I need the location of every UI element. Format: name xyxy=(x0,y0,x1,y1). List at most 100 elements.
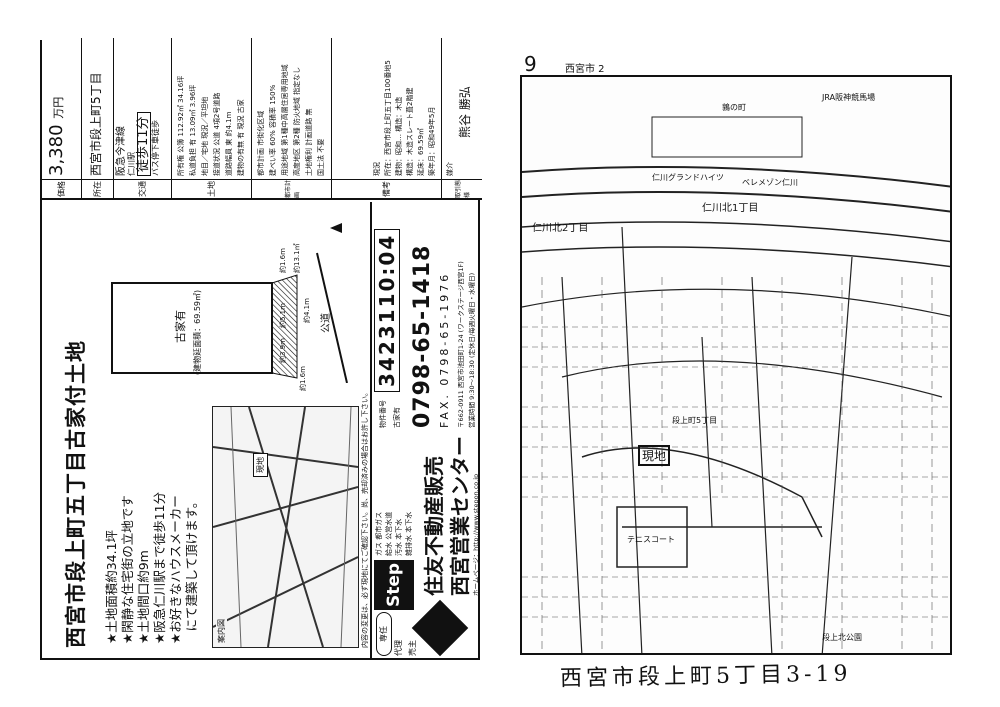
dimension-label: 約4.1m xyxy=(303,298,311,323)
road-label: 公道 xyxy=(321,313,332,333)
flyer-headline: 西宮市段上町五丁目古家付土地 xyxy=(64,340,88,648)
property-flyer: 西宮市段上町五丁目古家付土地 ★土地面積約34.1坪 ★閑静な住宅街の立地です … xyxy=(40,38,482,660)
land-row: 土地 所有権 公簿 112.92㎡ 34.16坪 私道負担 有 13.09㎡ 3… xyxy=(172,38,252,198)
guide-map-label: 案内図 xyxy=(216,619,227,643)
transaction-labels: 専任 代理 売主 xyxy=(376,612,420,656)
transport-value: 阪急今津線 仁川駅 徒歩11分 バス停下車徒歩 xyxy=(116,41,161,176)
remark: 築年月：昭和49年5月 xyxy=(428,106,436,176)
feature-list: ★土地面積約34.1坪 ★閑静な住宅街の立地です ★土地間口約9m ★阪急仁川駅… xyxy=(104,492,200,644)
utilities: ガス 都市ガス 給水 公営水道 汚水 本下水 雑排水 本下水 xyxy=(374,456,414,556)
remark: 所在：西宮市段上町五丁目100番地5 xyxy=(384,60,392,176)
price-amount: 3,380 xyxy=(46,124,67,176)
remark: 構造：木造スレート葺2階建 xyxy=(406,87,414,176)
feature-item: ★阪急仁川駅まで徒歩11分 xyxy=(152,491,167,644)
agent-row: 取引態様 媒介 熊谷 勝弘 xyxy=(442,38,482,198)
planning-row: 都市計画 都市計画 市街化区域 建ぺい率 60% 容積率 150% 用途地域 第… xyxy=(252,38,332,198)
agent-label: 取引態様 xyxy=(442,179,482,198)
land-detail: 接道状況 公道 4項2号道路 xyxy=(213,92,221,176)
map-label: 仁川北2丁目 xyxy=(532,223,589,234)
lot-plan-drawing xyxy=(111,223,348,384)
house-area: (建物延面積：69.59㎡) xyxy=(193,289,202,375)
planning-detail: 高度地区 第2種 防火地域 指定なし xyxy=(293,66,301,176)
step-logo: Step xyxy=(374,560,414,610)
north-arrow-icon xyxy=(330,223,342,233)
remarks-row: 備考 現況 所在：西宮市段上町五丁目100番地5 建物：昭和… 構造：木造 構造… xyxy=(332,38,442,198)
map-label: 段上北公園 xyxy=(822,633,862,642)
dimension-label: 約13.1㎡ xyxy=(293,243,301,273)
remarks-details: 現況 所在：西宮市段上町五丁目100番地5 建物：昭和… 構造：木造 構造：木造… xyxy=(372,41,438,176)
code-label: 物件番号 xyxy=(379,400,387,428)
land-detail: 道路幅員 東 約4.1m xyxy=(225,111,233,176)
utility-item: 給水 公営水道 xyxy=(385,511,393,556)
site-marker: 現地 xyxy=(253,453,268,477)
feature-item: ★土地面積約34.1坪 xyxy=(104,529,119,644)
land-detail: 地目／宅地 現況／平坦地 xyxy=(201,96,209,176)
planning-detail: 用途地域 第1種中高層住居専用地域 xyxy=(281,64,289,176)
dimension-label: 約3.9m xyxy=(279,338,287,363)
house-label: 古家有 xyxy=(174,310,187,343)
planning-detail: 都市計画 市街化区域 xyxy=(257,110,265,176)
transport-label: 交通 xyxy=(114,179,171,198)
notice-text: 内容の変更は、必ず現地にてご確認下さい。尚、売却済みの場合はお許し下さい。 xyxy=(361,389,369,648)
remarks-label: 備考 xyxy=(332,179,441,198)
dimension-label: 約5.1m xyxy=(279,303,287,328)
feature-item: ★閑静な住宅街の立地です xyxy=(120,495,135,644)
branch-name: 西宮営業センター xyxy=(448,436,472,596)
property-info-table: 価格 3,380 万円 所在 西宮市段上町5丁目 交通 阪急今津線 仁川駅 徒歩… xyxy=(42,38,482,200)
price-unit: 万円 xyxy=(52,96,65,119)
planning-detail: 土地権利 計画道路 無 xyxy=(305,108,313,176)
guide-map: 案内図 現地 xyxy=(212,406,359,648)
company-name: 住友不動産販売 xyxy=(422,456,446,596)
location-label: 所在 xyxy=(82,179,113,198)
guide-map-roads xyxy=(212,406,359,648)
utility-item: 汚水 本下水 xyxy=(395,518,403,556)
dimension-label: 約1.6m xyxy=(279,248,287,273)
land-detail: 建物の有無 有 現況 古家 xyxy=(237,99,245,176)
phone-number: 0798-65-1418 xyxy=(410,244,435,428)
remark: 延床：69.59㎡ xyxy=(417,127,425,176)
property-code: 3423110:04 xyxy=(374,228,400,392)
price-row: 価格 3,380 万円 xyxy=(42,38,82,198)
map-label: 仁川北1丁目 xyxy=(702,203,759,214)
land-label: 土地 xyxy=(172,179,251,198)
dimension-label: 約1.6m xyxy=(299,366,307,391)
agent-type-label: 代理 xyxy=(394,640,403,656)
land-details: 所有権 公簿 112.92㎡ 34.16坪 私道負担 有 13.09㎡ 3.96… xyxy=(175,41,247,176)
utility-item: ガス 都市ガス xyxy=(375,511,383,556)
map-streets xyxy=(522,116,950,653)
fax-number: FAX. 0798-65-1976 xyxy=(438,271,451,428)
utility-item: 雑排水 本下水 xyxy=(405,511,413,556)
map-label: 鶉の町 xyxy=(722,103,746,112)
staff-name: 熊谷 勝弘 xyxy=(458,86,472,138)
map-label: JRA阪神競馬場 xyxy=(822,93,876,102)
remark: 建物：昭和… 構造：木造 xyxy=(395,96,403,176)
lot-sketch: 古家有 (建物延面積：69.59㎡) 公道 約13.1㎡ 約1.6m 約3.9m… xyxy=(102,203,362,391)
map-label: ベレメゾン仁川 xyxy=(742,178,798,187)
planning-label: 都市計画 xyxy=(252,179,331,198)
location-row: 所在 西宮市段上町5丁目 xyxy=(82,38,114,198)
planning-detail: 国土法 不要 xyxy=(317,138,325,176)
residential-map: 鶉の町 仁川グランドハイツ ベレメゾン仁川 仁川北1丁目 仁川北2丁目 段上町5… xyxy=(520,75,952,655)
map-label: 仁川グランドハイツ xyxy=(652,173,724,182)
planning-details: 都市計画 市街化区域 建ぺい率 60% 容積率 150% 用途地域 第1種中高層… xyxy=(255,41,327,176)
feature-item: ★お好きなハウスメーカー xyxy=(168,495,183,644)
land-detail: 所有権 公簿 112.92㎡ 34.16坪 xyxy=(177,75,185,176)
map-label: テニスコート xyxy=(627,535,675,544)
feature-item: ★土地間口約9m xyxy=(136,550,151,644)
property-status: 古家有 xyxy=(393,407,401,428)
company-logo-icon xyxy=(411,599,469,657)
site-marker: 現地 xyxy=(638,445,671,466)
agent-type: 媒介 xyxy=(446,162,454,176)
price-label: 価格 xyxy=(42,179,81,198)
walk-time: 徒歩11分 xyxy=(136,112,151,176)
bus-info: バス停下車徒歩 xyxy=(151,120,160,176)
website-link[interactable]: ホームページ：http://www.stepon.co.jp xyxy=(472,473,480,596)
company-address: 〒662-0911 西宮市池田町1-24 (ワークステージ西宮1F) xyxy=(457,261,465,428)
planning-detail: 建ぺい率 60% 容積率 150% xyxy=(269,84,277,176)
rail-line: 阪急今津線 xyxy=(116,126,127,176)
company-footer: 専任 代理 売主 Step ガス 都市ガス 給水 公営水道 汚水 本下水 雑排水… xyxy=(370,202,482,658)
map-label: 段上町5丁目 xyxy=(672,416,718,425)
remark: 現況 xyxy=(373,162,381,176)
transport-row: 交通 阪急今津線 仁川駅 徒歩11分 バス停下車徒歩 xyxy=(114,38,172,198)
feature-item: にて建築して頂けます。 xyxy=(184,495,199,644)
